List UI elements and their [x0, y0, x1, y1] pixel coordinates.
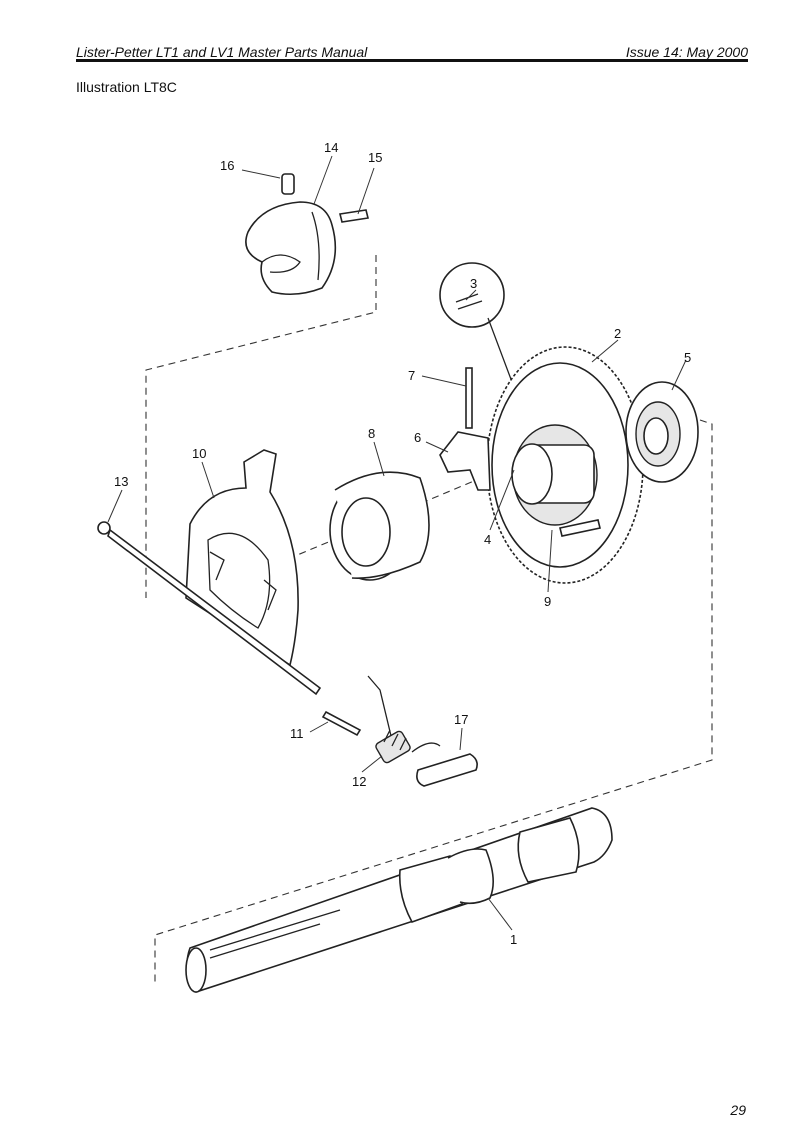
callout-11: 11	[290, 726, 304, 741]
sleeve-part	[329, 471, 430, 581]
callout-2: 2	[614, 326, 621, 341]
callout-15: 15	[368, 150, 382, 165]
callout-8: 8	[368, 426, 375, 441]
page-header: Lister-Petter LT1 and LV1 Master Parts M…	[76, 40, 748, 60]
callout-1: 1	[510, 932, 517, 947]
callout-13: 13	[114, 474, 128, 489]
illustration-label: Illustration LT8C	[76, 79, 177, 95]
callout-9: 9	[544, 594, 551, 609]
small-parts	[321, 675, 478, 787]
callout-14: 14	[324, 140, 338, 155]
callout-17: 17	[454, 712, 468, 727]
camshaft-part	[185, 807, 613, 993]
callout-3: 3	[470, 276, 477, 291]
callout-4: 4	[484, 532, 491, 547]
cam-gear-part	[486, 346, 644, 584]
callout-12: 12	[352, 774, 366, 789]
callout-6: 6	[414, 430, 421, 445]
bearing-part	[625, 381, 699, 483]
page-number: 29	[730, 1102, 746, 1118]
callout-7: 7	[408, 368, 415, 383]
callout-10: 10	[192, 446, 206, 461]
leader-lines	[107, 155, 687, 931]
callout-5: 5	[684, 350, 691, 365]
callout-labels: 16 14 15 3 2 5 7 6 8 4 9 10 13 11 12 17 …	[114, 140, 691, 947]
manual-title: Lister-Petter LT1 and LV1 Master Parts M…	[76, 44, 368, 60]
bracket-part	[439, 367, 491, 491]
governor-shaft-part	[97, 521, 322, 696]
callout-16: 16	[220, 158, 234, 173]
issue-date: Issue 14: May 2000	[625, 44, 748, 60]
governor-weight-part	[245, 173, 369, 296]
header-rule	[76, 59, 748, 62]
